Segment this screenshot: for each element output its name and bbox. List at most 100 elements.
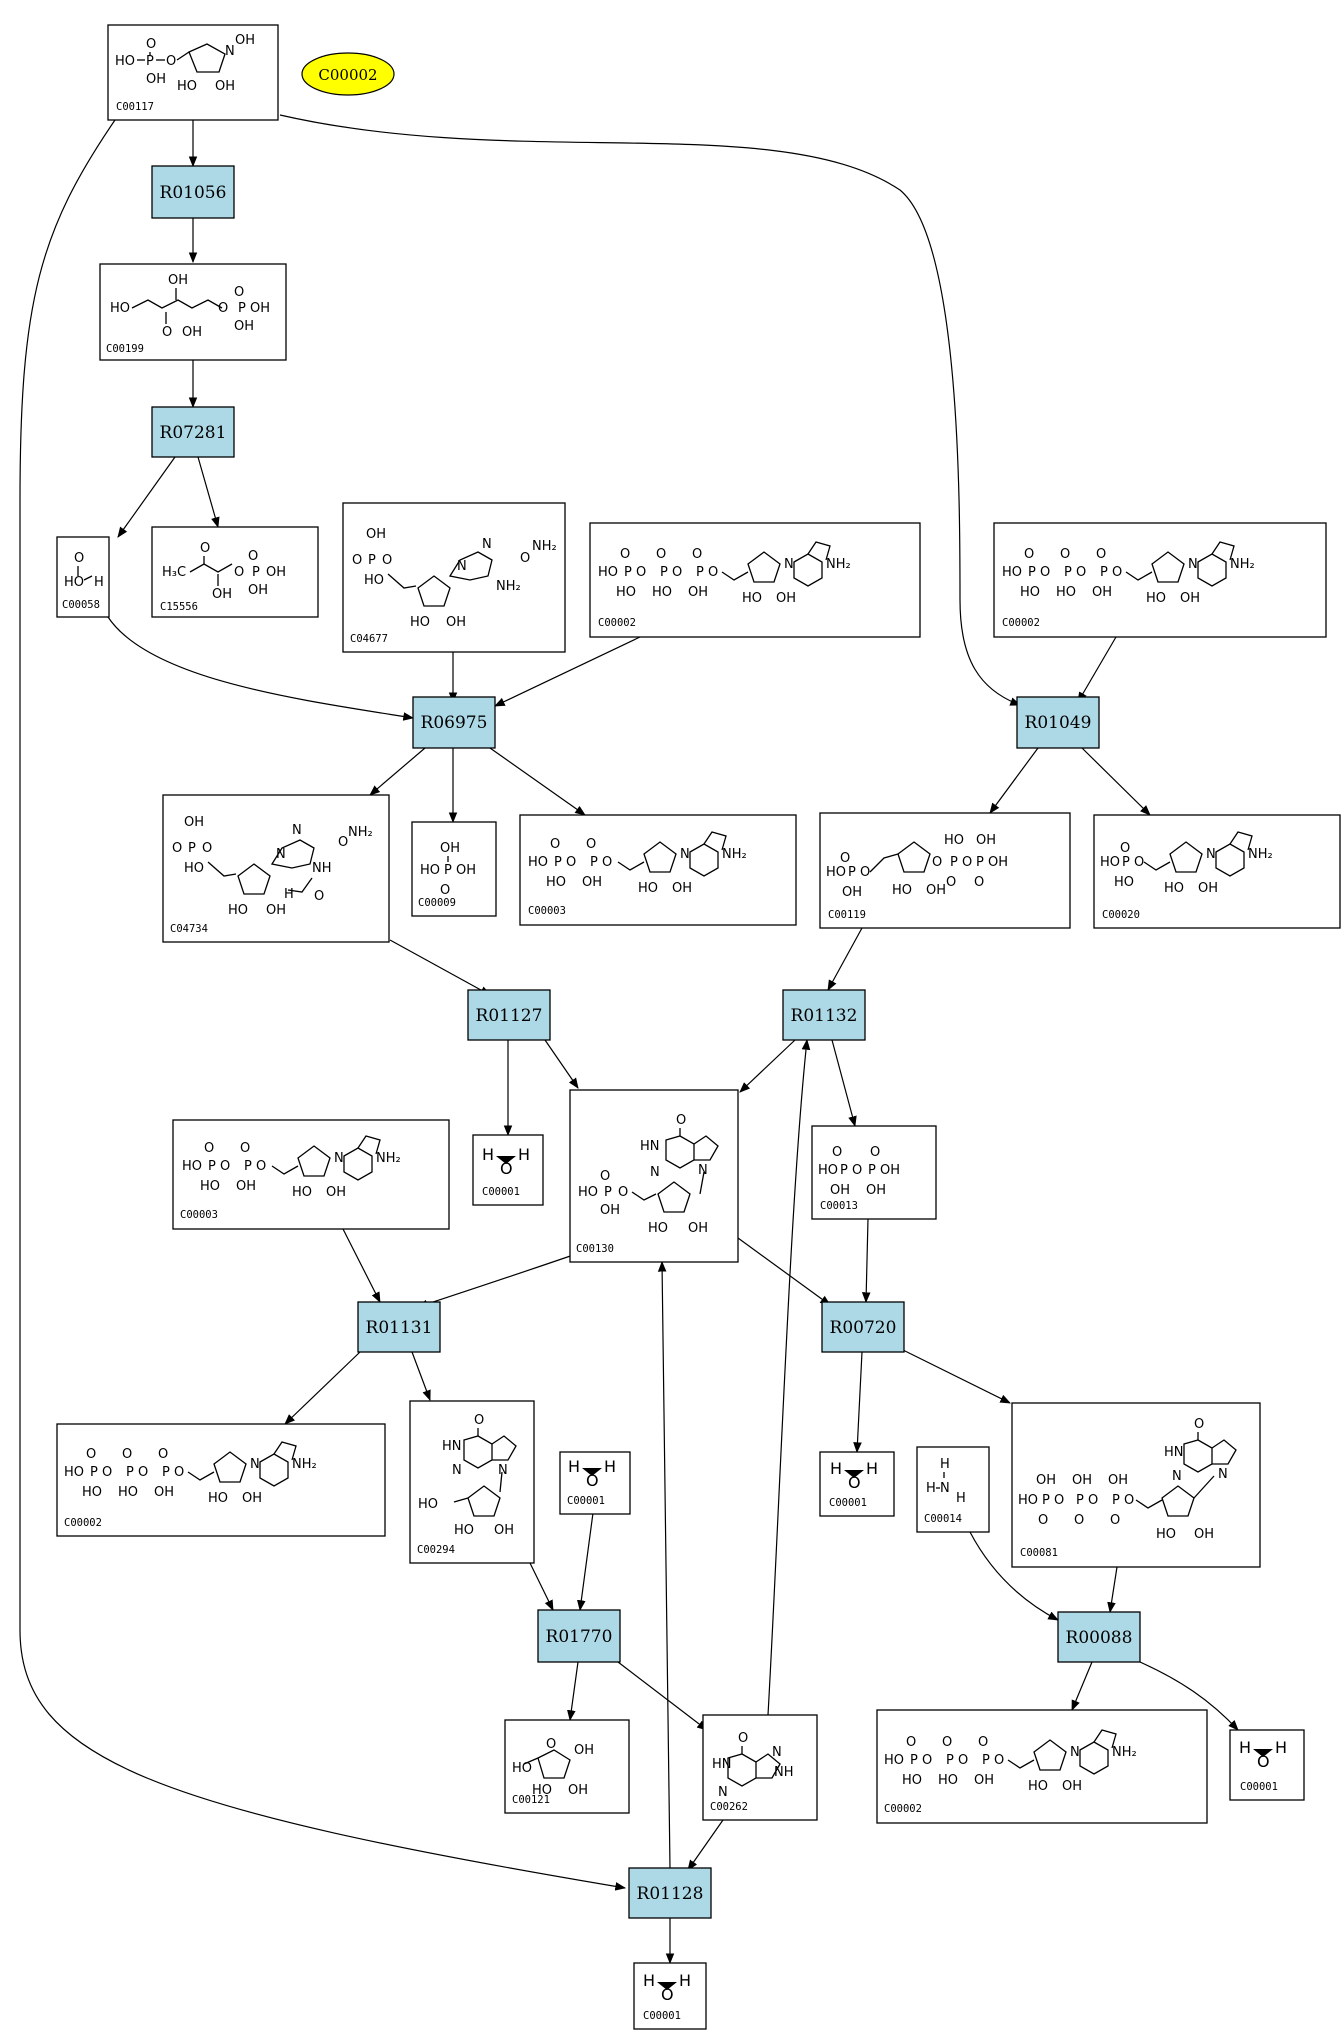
compound-id: C00002 xyxy=(1002,617,1040,629)
svg-text:O: O xyxy=(692,547,702,562)
edge-r07281-c15556 xyxy=(197,456,220,529)
compound-c00001[interactable]: C00001 xyxy=(819,1451,895,1517)
reaction-r07281[interactable]: R07281 xyxy=(151,406,235,458)
reaction-r06975[interactable]: R06975 xyxy=(412,696,496,749)
reaction-r01128[interactable]: R01128 xyxy=(628,1867,712,1919)
edge-c04734-r01127 xyxy=(389,939,491,996)
reaction-label: R01049 xyxy=(1025,713,1092,733)
svg-text:HO: HO xyxy=(200,1179,220,1194)
svg-text:O: O xyxy=(382,553,392,568)
reaction-r01131[interactable]: R01131 xyxy=(357,1301,441,1353)
reaction-r01770[interactable]: R01770 xyxy=(537,1609,621,1663)
svg-text:O: O xyxy=(832,1145,842,1160)
compound-c00001[interactable]: C00001 xyxy=(1229,1729,1305,1801)
svg-text:OH: OH xyxy=(440,841,460,856)
svg-text:HO: HO xyxy=(410,615,430,630)
svg-text:O: O xyxy=(656,547,666,562)
svg-text:HO: HO xyxy=(826,865,846,880)
svg-text:NH₂: NH₂ xyxy=(532,539,557,554)
svg-text:OH: OH xyxy=(1092,585,1112,600)
svg-text:OH: OH xyxy=(236,1179,256,1194)
svg-text:HO: HO xyxy=(944,833,964,848)
compound-id: C04677 xyxy=(350,633,388,645)
svg-text:H₃C: H₃C xyxy=(162,565,186,580)
reaction-r00088[interactable]: R00088 xyxy=(1057,1611,1141,1663)
edge-r01049-c00020 xyxy=(1081,747,1151,816)
svg-text:O: O xyxy=(338,835,348,850)
svg-text:HO: HO xyxy=(1146,591,1166,606)
compound-id: C00020 xyxy=(1102,909,1140,921)
svg-text:P: P xyxy=(590,855,598,870)
svg-text:O: O xyxy=(1038,1513,1048,1528)
svg-text:O: O xyxy=(256,1159,266,1174)
svg-text:N: N xyxy=(482,537,492,552)
svg-text:NH₂: NH₂ xyxy=(826,557,851,572)
svg-text:N: N xyxy=(1218,1467,1228,1482)
reaction-r00720[interactable]: R00720 xyxy=(821,1301,905,1353)
compound-id: C00002 xyxy=(884,1803,922,1815)
svg-text:OH: OH xyxy=(266,903,286,918)
svg-text:OH: OH xyxy=(688,1221,708,1236)
svg-text:O: O xyxy=(870,1145,880,1160)
svg-text:HO: HO xyxy=(578,1185,598,1200)
edge-c00013-r00720 xyxy=(861,1218,871,1304)
svg-text:OH: OH xyxy=(988,855,1008,870)
reaction-label: R07281 xyxy=(160,423,227,443)
reaction-r01056[interactable]: R01056 xyxy=(151,165,235,219)
svg-text:NH: NH xyxy=(312,861,332,876)
svg-text:O: O xyxy=(1112,565,1122,580)
svg-text:HO: HO xyxy=(938,1773,958,1788)
svg-text:P: P xyxy=(1064,565,1072,580)
svg-text:P: P xyxy=(976,855,984,870)
svg-text:O: O xyxy=(906,1735,916,1750)
reaction-label: R01131 xyxy=(366,1318,433,1338)
reaction-r01049[interactable]: R01049 xyxy=(1016,696,1100,749)
svg-text:O: O xyxy=(932,855,942,870)
svg-text:P: P xyxy=(868,1163,876,1178)
reaction-r01132[interactable]: R01132 xyxy=(782,989,866,1041)
svg-text:OH: OH xyxy=(242,1491,262,1506)
compound-c00001[interactable]: C00001 xyxy=(559,1451,631,1515)
compound-id: C00002 xyxy=(64,1517,102,1529)
compound-c00001[interactable]: C00001 xyxy=(633,1962,707,2030)
svg-text:N: N xyxy=(784,557,794,572)
reaction-r01127[interactable]: R01127 xyxy=(467,989,551,1041)
svg-text:O: O xyxy=(676,1113,686,1128)
svg-text:P: P xyxy=(840,1163,848,1178)
svg-text:OH: OH xyxy=(688,585,708,600)
svg-text:P: P xyxy=(624,565,632,580)
reaction-label: R01056 xyxy=(160,183,227,203)
edges xyxy=(19,114,1239,1965)
svg-text:O: O xyxy=(74,551,84,566)
svg-text:O: O xyxy=(138,1465,148,1480)
svg-text:OH: OH xyxy=(1108,1473,1128,1488)
svg-text:OH: OH xyxy=(600,1203,620,1218)
svg-text:O: O xyxy=(474,1413,484,1428)
compound-c00001[interactable]: C00001 xyxy=(472,1134,544,1206)
